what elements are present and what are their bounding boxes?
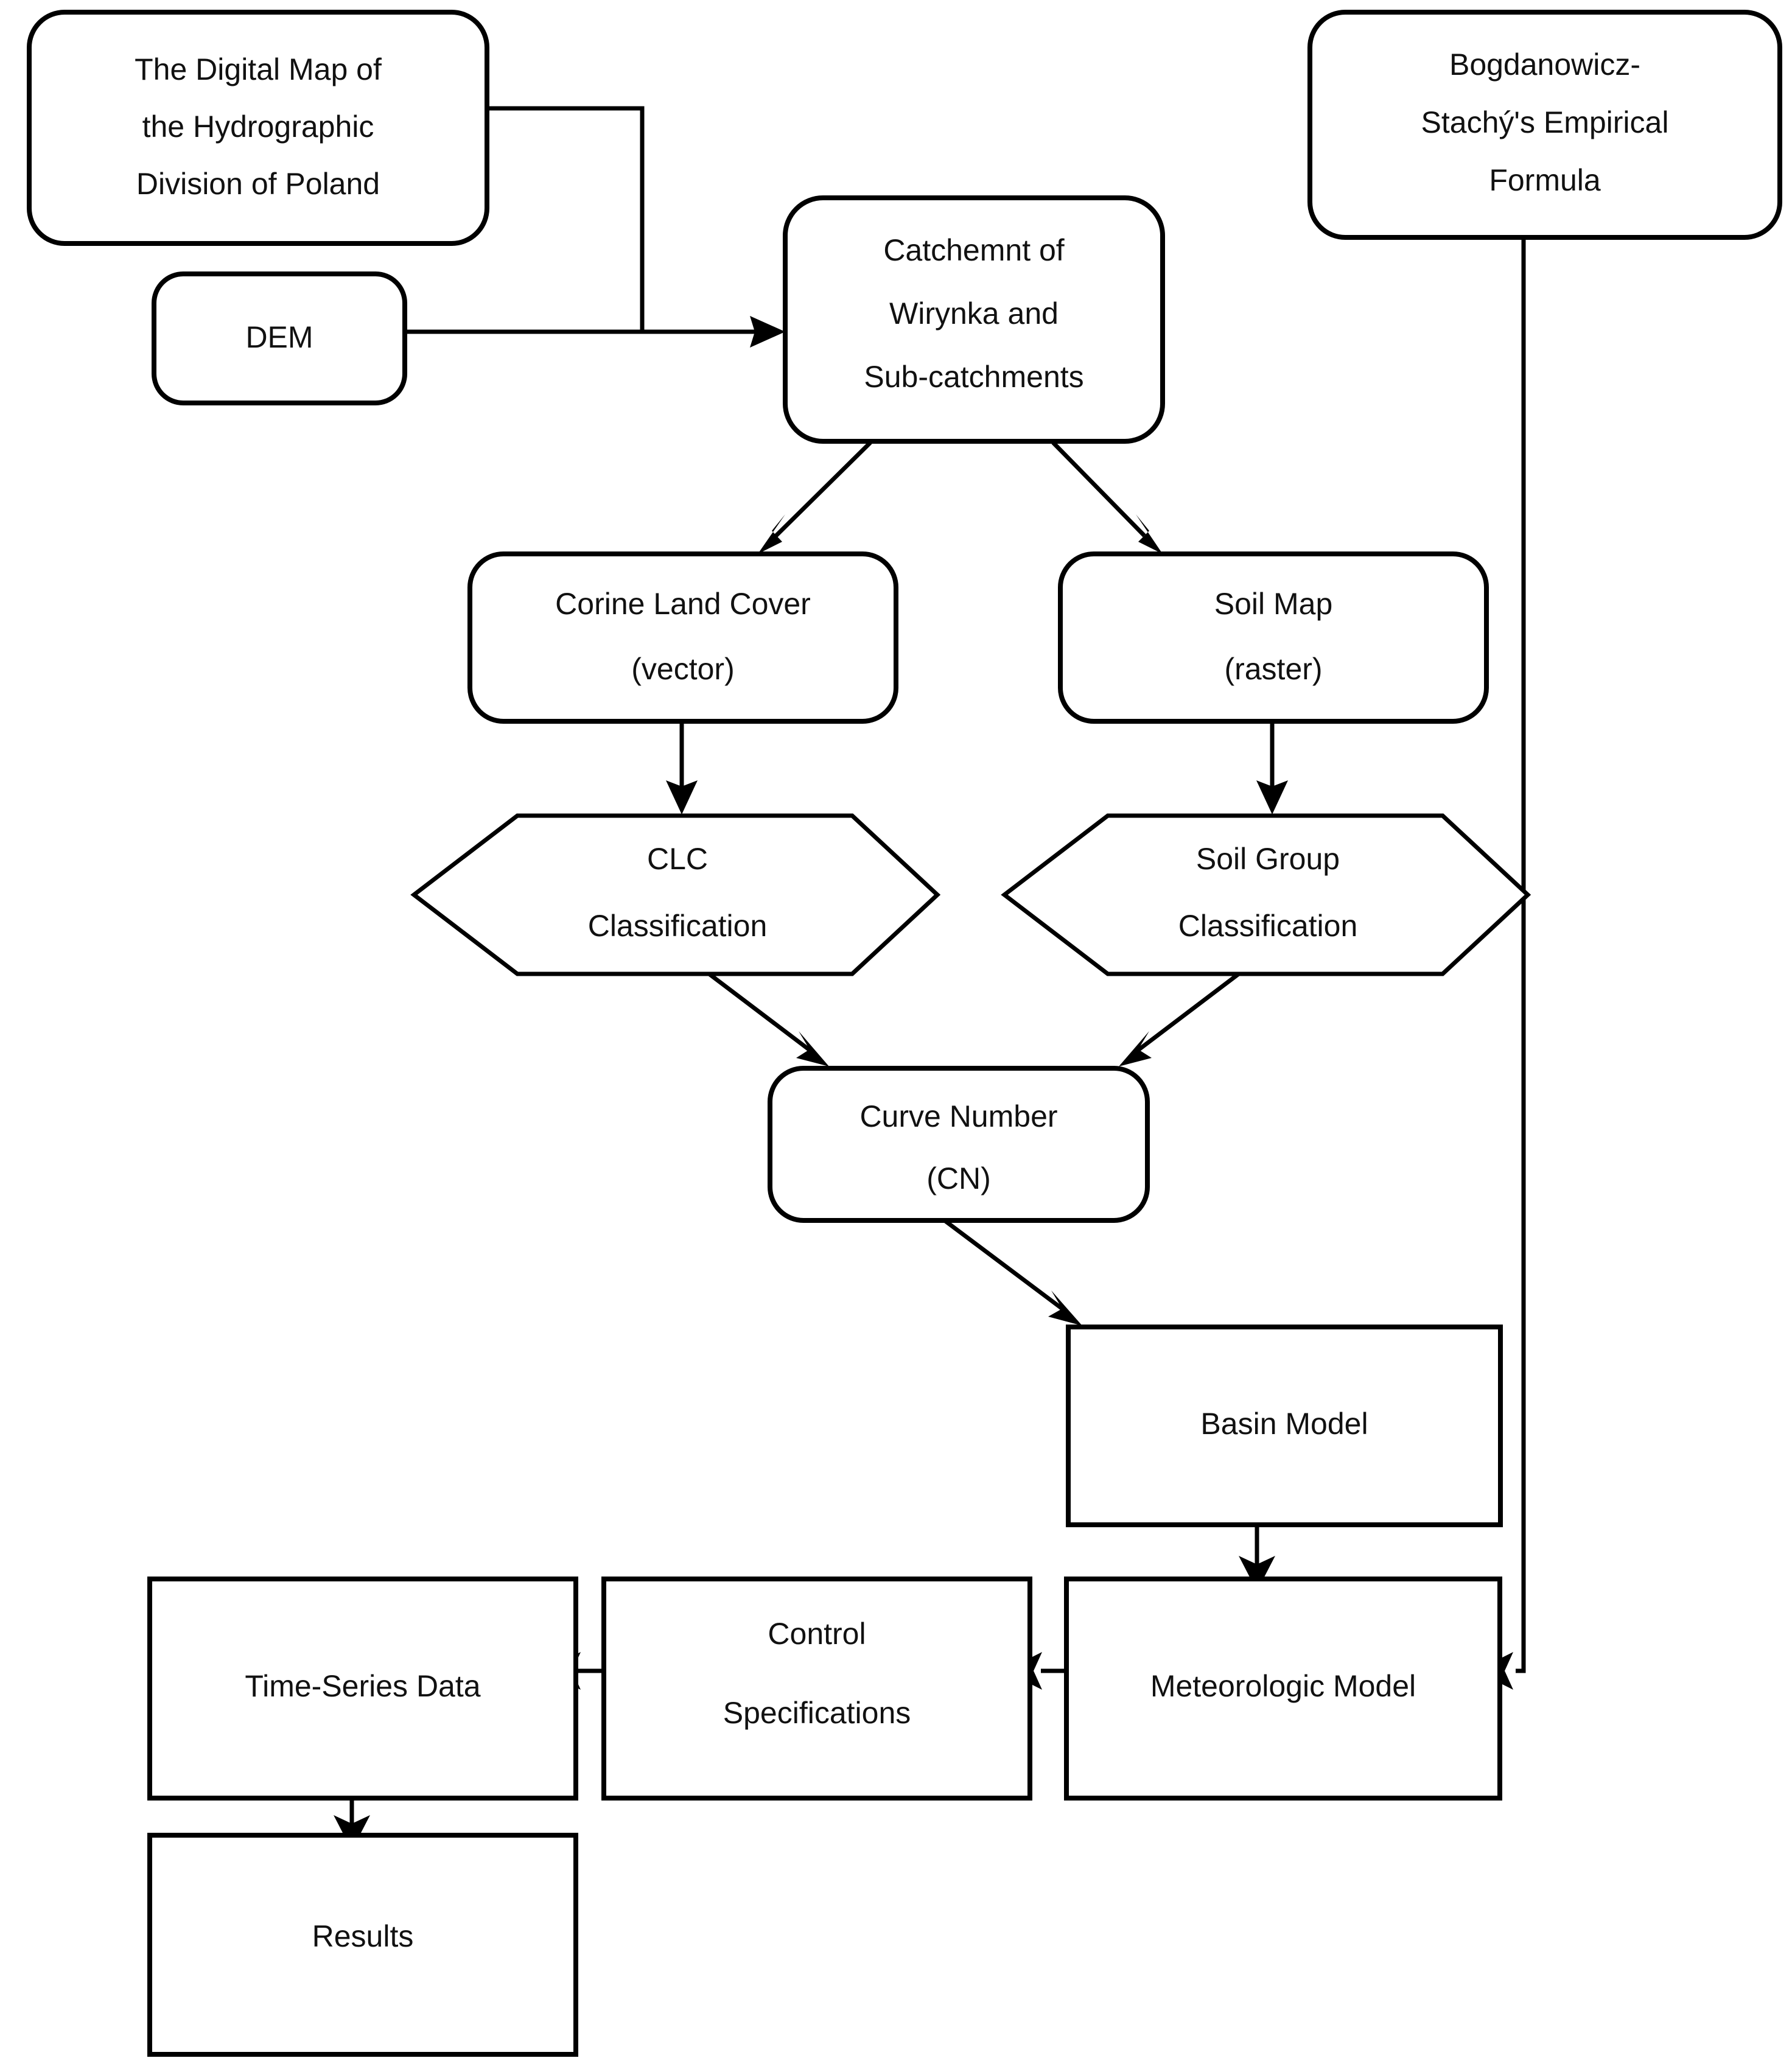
hydrographic-map-line2: the Hydrographic xyxy=(142,110,374,144)
meteorologic-model-label: Meteorologic Model xyxy=(1150,1669,1416,1703)
arrowhead-cn-basin xyxy=(1048,1290,1082,1326)
node-curve-number[interactable]: Curve Number (CN) xyxy=(768,1066,1150,1223)
curve-number-line1: Curve Number xyxy=(859,1099,1057,1133)
edge-basin-to-meteo xyxy=(1239,1525,1275,1591)
clc-line1: CLC xyxy=(647,842,708,876)
edge-soilmap-to-soilgroup xyxy=(1256,721,1288,814)
bogdanowicz-line2: Stachý's Empirical xyxy=(1421,105,1669,139)
corine-line2: (vector) xyxy=(631,652,734,686)
control-line1: Control xyxy=(768,1617,866,1651)
soilmap-line2: (raster) xyxy=(1224,652,1322,686)
node-corine-land-cover[interactable]: Corine Land Cover (vector) xyxy=(467,551,898,724)
edge-dem-to-catchment xyxy=(405,316,785,348)
node-dem[interactable]: DEM xyxy=(152,271,407,405)
time-series-data-label: Time-Series Data xyxy=(245,1669,480,1703)
arrowhead-catchment-corine xyxy=(758,514,785,554)
node-soil-group-classification[interactable]: Soil Group Classification xyxy=(1001,813,1531,976)
hydrographic-map-line1: The Digital Map of xyxy=(135,52,382,86)
arrowhead-dem-catchment xyxy=(750,316,785,348)
edge-corine-to-clc xyxy=(666,721,698,814)
edge-cn-to-basin xyxy=(939,1216,1082,1326)
node-soil-map[interactable]: Soil Map (raster) xyxy=(1058,551,1489,724)
node-meteorologic-model[interactable]: Meteorologic Model xyxy=(1064,1577,1502,1801)
catchment-line1: Catchemnt of xyxy=(883,233,1064,267)
arrowhead-catchment-soilmap xyxy=(1136,514,1163,554)
edge-hydro-to-catchment xyxy=(487,106,645,332)
curve-number-line2: (CN) xyxy=(926,1161,991,1195)
hydrographic-map-line3: Division of Poland xyxy=(136,167,380,201)
node-control-specifications[interactable]: Control Specifications xyxy=(601,1577,1032,1801)
arrowhead-soilmap-soilgroup xyxy=(1256,780,1288,814)
edge-catchment-to-soilmap xyxy=(1051,441,1163,554)
clc-line2: Classification xyxy=(588,909,768,943)
soilmap-line1: Soil Map xyxy=(1214,587,1333,621)
arrowhead-soilgroup-cn xyxy=(1119,1031,1152,1066)
node-results[interactable]: Results xyxy=(147,1833,578,2057)
dem-label: DEM xyxy=(245,320,313,354)
node-bogdanowicz-formula[interactable]: Bogdanowicz- Stachý's Empirical Formula xyxy=(1307,10,1782,240)
arrowhead-corine-clc xyxy=(666,780,698,814)
arrowhead-basin-meteo xyxy=(1239,1556,1275,1591)
bogdanowicz-line3: Formula xyxy=(1489,163,1601,197)
soilgroup-line2: Classification xyxy=(1178,909,1358,943)
node-hydrographic-map[interactable]: The Digital Map of the Hydrographic Divi… xyxy=(27,10,489,246)
arrowhead-clc-cn xyxy=(796,1031,829,1066)
control-line2: Specifications xyxy=(723,1696,911,1730)
edge-catchment-to-corine xyxy=(758,441,872,554)
results-label: Results xyxy=(312,1919,414,1953)
corine-line1: Corine Land Cover xyxy=(555,587,811,621)
catchment-line3: Sub-catchments xyxy=(864,360,1083,394)
soilgroup-line1: Soil Group xyxy=(1196,842,1340,876)
bogdanowicz-line1: Bogdanowicz- xyxy=(1449,47,1640,82)
catchment-line2: Wirynka and xyxy=(889,296,1059,331)
basin-model-label: Basin Model xyxy=(1200,1407,1368,1441)
node-time-series-data[interactable]: Time-Series Data xyxy=(147,1577,578,1801)
node-basin-model[interactable]: Basin Model xyxy=(1066,1325,1503,1527)
node-clc-classification[interactable]: CLC Classification xyxy=(410,813,941,976)
node-catchment[interactable]: Catchemnt of Wirynka and Sub-catchments xyxy=(783,195,1165,444)
